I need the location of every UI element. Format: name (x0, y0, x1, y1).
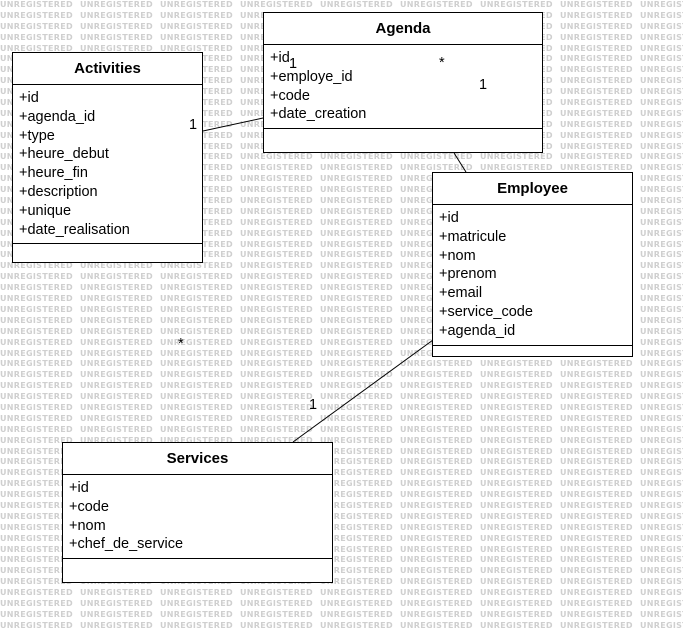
attribute: +date_creation (270, 106, 367, 123)
attribute: +email (439, 285, 483, 302)
attribute: +heure_fin (19, 165, 88, 182)
operations-compartment (13, 244, 202, 262)
attribute: +nom (69, 517, 106, 534)
attribute: +nom (439, 247, 476, 264)
attribute: +date_realisation (19, 221, 130, 238)
services-class[interactable]: Services +id +code +nom +chef_de_service (62, 442, 333, 583)
attribute-list: +id +matricule +nom +prenom +email +serv… (433, 205, 632, 346)
attribute: +code (270, 87, 310, 104)
agenda-class[interactable]: Agenda +id +employe_id +code +date_creat… (263, 12, 543, 153)
attribute: +agenda_id (19, 108, 96, 125)
attribute: +prenom (439, 266, 497, 283)
class-title: Agenda (264, 13, 542, 45)
multiplicity-label: 1 (309, 397, 318, 413)
class-title: Activities (13, 53, 202, 85)
attribute: +id (439, 210, 459, 226)
association-activities-agenda (202, 117, 264, 132)
operations-compartment (433, 346, 632, 364)
operations-compartment (264, 129, 542, 147)
attribute: +matricule (439, 228, 507, 245)
operations-compartment (63, 559, 332, 577)
attribute: +service_code (439, 303, 533, 320)
association-services-employee (292, 339, 434, 443)
attribute: +chef_de_service (69, 536, 184, 553)
multiplicity-label: * (178, 336, 184, 352)
attribute: +id (69, 480, 89, 496)
activities-class[interactable]: Activities +id +agenda_id +type +heure_d… (12, 52, 203, 263)
multiplicity-label: 1 (189, 117, 198, 133)
attribute: +employe_id (270, 68, 353, 85)
attribute: +heure_debut (19, 146, 109, 163)
class-title: Services (63, 443, 332, 475)
attribute: +agenda_id (439, 322, 516, 339)
attribute: +id (270, 50, 290, 66)
attribute: +description (19, 183, 98, 200)
multiplicity-label: 1 (289, 56, 298, 72)
class-title: Employee (433, 173, 632, 205)
attribute: +unique (19, 202, 72, 219)
attribute: +type (19, 127, 55, 144)
attribute-list: +id +code +nom +chef_de_service (63, 475, 332, 560)
multiplicity-label: 1 (479, 77, 488, 93)
attribute: +id (19, 90, 39, 106)
attribute-list: +id +employe_id +code +date_creation (264, 45, 542, 130)
attribute: +code (69, 498, 109, 515)
multiplicity-label: * (439, 55, 445, 71)
employee-class[interactable]: Employee +id +matricule +nom +prenom +em… (432, 172, 633, 357)
association-agenda-employee (453, 152, 467, 173)
attribute-list: +id +agenda_id +type +heure_debut +heure… (13, 85, 202, 245)
